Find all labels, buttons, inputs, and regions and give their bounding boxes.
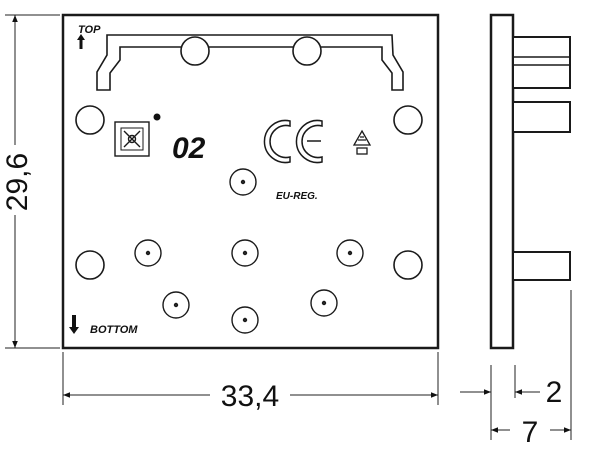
mounting-hole <box>75 250 105 280</box>
side-prong <box>512 36 571 89</box>
mounting-bracket <box>96 34 404 91</box>
arrow-down-icon <box>69 315 79 334</box>
eu-reg-label: EU-REG. <box>276 191 318 202</box>
side-plate <box>489 13 515 350</box>
side-prong <box>512 101 571 133</box>
mounting-hole <box>180 36 210 66</box>
approval-mark-icon <box>114 121 150 157</box>
side-prong <box>512 251 571 281</box>
plate-thickness-dimension: 2 <box>546 376 563 409</box>
marker-dot <box>153 113 161 121</box>
bottom-label: BOTTOM <box>90 324 138 336</box>
dimension-lines <box>5 14 572 440</box>
pin-contact <box>162 291 190 319</box>
mounting-hole <box>393 105 423 135</box>
side-view <box>489 13 571 350</box>
model-number: 02 <box>172 132 206 165</box>
pin-contact <box>229 168 257 196</box>
ce-mark-text: CE <box>0 0 2 1</box>
pin-contact <box>231 239 259 267</box>
pin-contact <box>134 239 162 267</box>
total-depth-dimension: 7 <box>522 416 539 449</box>
mounting-hole <box>393 250 423 280</box>
top-label: TOP <box>78 24 101 36</box>
mounting-hole <box>292 36 322 66</box>
width-dimension: 33,4 <box>221 380 279 413</box>
front-view <box>61 13 440 350</box>
height-dimension: 29,6 <box>1 153 34 211</box>
arrow-up-icon <box>77 34 85 49</box>
pin-contact <box>310 289 338 317</box>
front-plate-outline <box>61 13 440 350</box>
mounting-hole <box>75 105 105 135</box>
pin-contact <box>336 239 364 267</box>
ce-mark-icon <box>263 119 323 164</box>
recycle-icon <box>352 129 372 155</box>
pin-contact <box>231 306 259 334</box>
